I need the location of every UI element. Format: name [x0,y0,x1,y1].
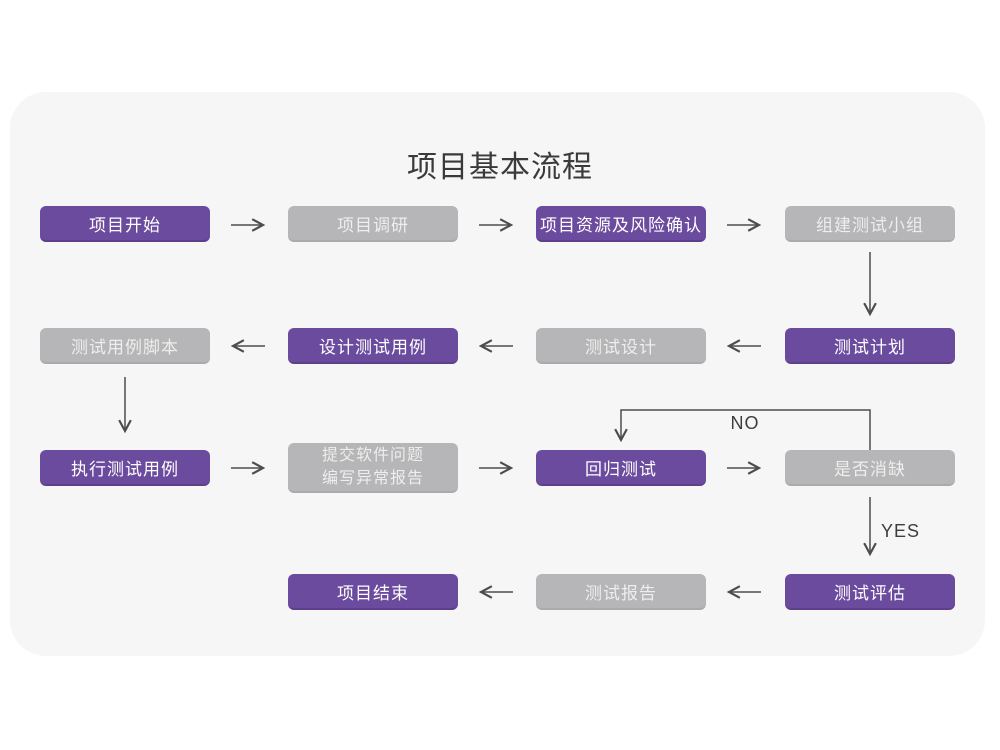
edge-label-yes: YES [881,521,921,541]
node-project-start: 项目开始 [40,206,210,242]
node-test-plan: 测试计划 [785,328,955,364]
node-test-design: 测试设计 [536,328,706,364]
flowchart-card [10,92,985,656]
node-design-test-case: 设计测试用例 [288,328,458,364]
node-resource-risk-confirm: 项目资源及风险确认 [536,206,706,242]
arrow-no-loop [614,409,871,450]
node-test-case-script: 测试用例脚本 [40,328,210,364]
node-project-end: 项目结束 [288,574,458,610]
node-defect-cleared: 是否消缺 [785,450,955,486]
node-submit-issue-report: 提交软件问题 编写异常报告 [288,443,458,493]
node-execute-test-case: 执行测试用例 [40,450,210,486]
node-test-evaluation: 测试评估 [785,574,955,610]
node-build-test-team: 组建测试小组 [785,206,955,242]
node-project-research: 项目调研 [288,206,458,242]
node-test-report: 测试报告 [536,574,706,610]
node-regression-test: 回归测试 [536,450,706,486]
edge-label-no: NO [730,413,760,433]
chart-title: 项目基本流程 [407,151,593,184]
